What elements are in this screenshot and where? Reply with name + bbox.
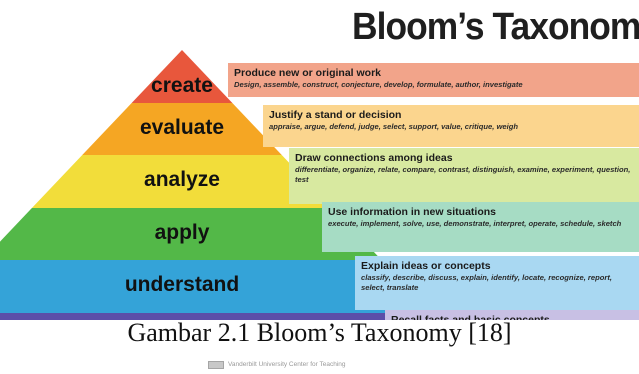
pyramid-tier-create bbox=[131, 50, 233, 103]
tier-label-understand: understand bbox=[124, 273, 240, 297]
description-heading: Explain ideas or concepts bbox=[361, 260, 491, 272]
description-verbs: differentiate, organize, relate, compare… bbox=[295, 165, 631, 184]
description-verbs: appraise, argue, defend, judge, select, … bbox=[269, 122, 518, 131]
description-heading: Justify a stand or decision bbox=[269, 109, 402, 121]
pyramid-tier-evaluate bbox=[82, 103, 282, 155]
tier-label-create: create bbox=[151, 74, 213, 97]
description-verbs: execute, implement, solve, use, demonstr… bbox=[328, 219, 622, 228]
description-heading: Use information in new situations bbox=[328, 206, 497, 218]
description-box-remember: Recall facts and basic concepts bbox=[385, 310, 639, 320]
figure-caption: Gambar 2.1 Bloom’s Taxonomy [18] bbox=[127, 318, 512, 347]
pyramid-tier-apply bbox=[0, 208, 382, 260]
description-verbs: Design, assemble, construct, conjecture,… bbox=[234, 80, 523, 89]
description-heading: Produce new or original work bbox=[234, 67, 382, 79]
tier-label-analyze: analyze bbox=[144, 168, 220, 192]
description-heading: Recall facts and basic concepts bbox=[391, 314, 550, 320]
bloom-taxonomy-figure: Bloom’s Taxonomy create evaluate analyze ap… bbox=[0, 6, 639, 320]
pyramid-tier-understand bbox=[0, 260, 432, 313]
figure-title: Bloom’s Taxonomy bbox=[352, 6, 639, 48]
description-heading: Draw connections among ideas bbox=[295, 152, 453, 164]
description-verbs: classify, describe, discuss, explain, id… bbox=[361, 273, 612, 292]
cc-license-icon bbox=[208, 361, 224, 369]
image-credit: Vanderbilt University Center for Teachin… bbox=[228, 361, 346, 368]
pyramid-tier-analyze bbox=[31, 155, 333, 208]
pyramid-graphic bbox=[0, 50, 439, 320]
tier-label-apply: apply bbox=[154, 220, 210, 244]
tier-label-evaluate: evaluate bbox=[139, 115, 225, 139]
pyramid-tier-remember bbox=[0, 313, 439, 320]
